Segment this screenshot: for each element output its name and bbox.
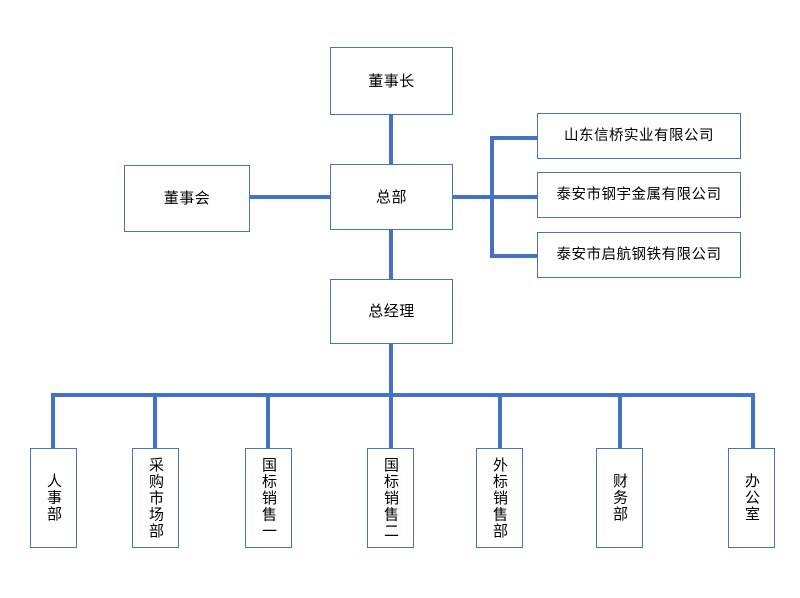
node-subsidiary-2[interactable]: 泰安市钢宇金属有限公司 bbox=[537, 172, 741, 218]
node-department-finance-label: 财务部 bbox=[611, 473, 629, 523]
node-department-hr-label: 人事部 bbox=[45, 473, 63, 523]
node-subsidiary-2-label: 泰安市钢宇金属有限公司 bbox=[556, 186, 722, 203]
node-subsidiary-1[interactable]: 山东信桥实业有限公司 bbox=[537, 113, 741, 159]
node-department-procurement-market[interactable]: 采购市场部 bbox=[132, 448, 179, 548]
node-chairman[interactable]: 董事长 bbox=[330, 47, 453, 115]
node-headquarters-label: 总部 bbox=[375, 187, 407, 206]
node-subsidiary-1-label: 山东信桥实业有限公司 bbox=[564, 127, 714, 144]
connector-subsidiary-branch-3 bbox=[490, 254, 538, 258]
connector-department-bus bbox=[51, 393, 755, 397]
node-department-office-label: 办公室 bbox=[743, 473, 761, 523]
connector-headquarters-to-subsidiary-trunk bbox=[452, 195, 494, 199]
connector-subsidiary-branch-1 bbox=[490, 136, 538, 140]
node-department-domestic-sales-1-label: 国标销售一 bbox=[260, 456, 278, 540]
node-subsidiary-3[interactable]: 泰安市启航钢铁有限公司 bbox=[537, 232, 741, 278]
node-department-procurement-market-label: 采购市场部 bbox=[147, 456, 165, 540]
node-board-of-directors[interactable]: 董事会 bbox=[124, 165, 250, 232]
node-department-domestic-sales-2[interactable]: 国标销售二 bbox=[367, 448, 414, 548]
node-chairman-label: 董事长 bbox=[368, 71, 415, 90]
connector-drop-department-3 bbox=[266, 393, 270, 448]
connector-board-to-headquarters bbox=[249, 195, 331, 199]
connector-drop-department-5 bbox=[498, 393, 502, 448]
connector-subsidiary-branch-2 bbox=[490, 195, 538, 199]
node-board-of-directors-label: 董事会 bbox=[163, 189, 211, 208]
connector-chairman-to-headquarters bbox=[389, 114, 393, 166]
node-department-finance[interactable]: 财务部 bbox=[596, 448, 643, 548]
node-department-domestic-sales-1[interactable]: 国标销售一 bbox=[245, 448, 292, 548]
node-department-hr[interactable]: 人事部 bbox=[30, 448, 77, 548]
node-general-manager-label: 总经理 bbox=[368, 302, 415, 321]
connector-drop-department-1 bbox=[51, 393, 55, 448]
connector-drop-department-6 bbox=[618, 393, 622, 448]
node-department-office[interactable]: 办公室 bbox=[728, 448, 775, 548]
node-department-export-sales[interactable]: 外标销售部 bbox=[476, 448, 523, 548]
connector-drop-department-7 bbox=[751, 393, 755, 448]
node-headquarters[interactable]: 总部 bbox=[330, 164, 453, 230]
node-subsidiary-3-label: 泰安市启航钢铁有限公司 bbox=[556, 246, 722, 263]
node-department-domestic-sales-2-label: 国标销售二 bbox=[382, 456, 400, 540]
connector-headquarters-to-general-manager bbox=[389, 229, 393, 280]
node-department-export-sales-label: 外标销售部 bbox=[491, 456, 509, 540]
node-general-manager[interactable]: 总经理 bbox=[330, 279, 453, 344]
connector-drop-department-2 bbox=[153, 393, 157, 448]
